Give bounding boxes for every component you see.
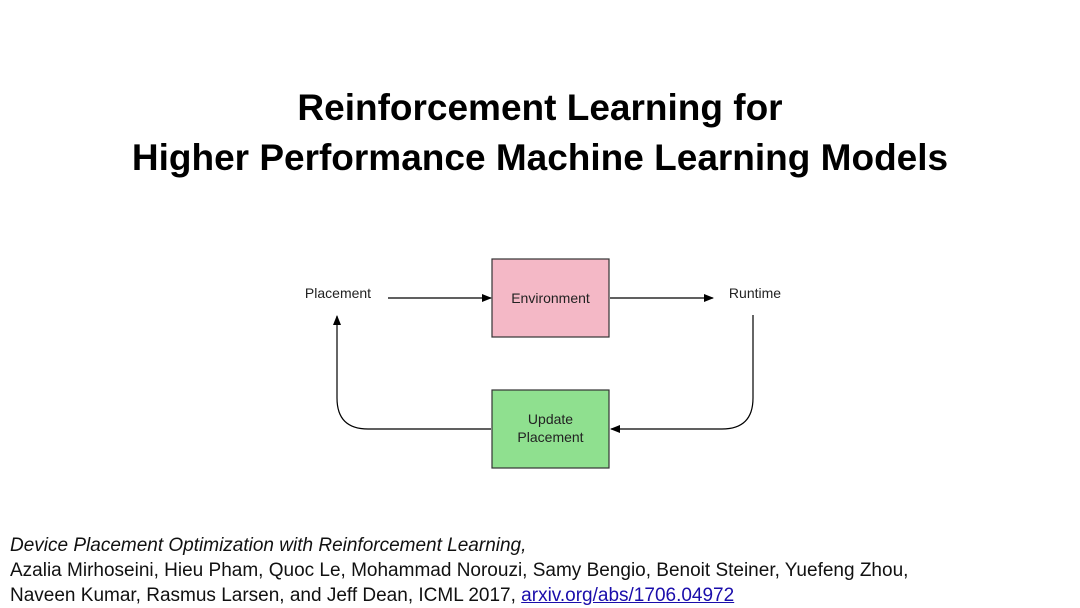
update-placement-box <box>491 389 610 469</box>
update-placement-label-line-2: Placement <box>517 429 583 445</box>
arrow-update-to-placement <box>333 315 491 430</box>
environment-box <box>491 258 610 338</box>
update-placement-label-line-1: Update <box>528 411 573 427</box>
runtime-label: Runtime <box>729 285 781 301</box>
environment-label: Environment <box>511 290 590 306</box>
arxiv-link[interactable]: arxiv.org/abs/1706.04972 <box>521 585 735 606</box>
slide-title-line-1: Reinforcement Learning for <box>297 87 783 128</box>
slide-title-line-2: Higher Performance Machine Learning Mode… <box>131 137 949 178</box>
arrow-runtime-to-update <box>610 315 754 433</box>
citation-authors-line-1: Azalia Mirhoseini, Hieu Pham, Quoc Le, M… <box>10 560 909 581</box>
placement-label: Placement <box>305 285 371 301</box>
citation-authors-line-2: Naveen Kumar, Rasmus Larsen, and Jeff De… <box>10 583 1070 608</box>
citation-authors-line-2-text: Naveen Kumar, Rasmus Larsen, and Jeff De… <box>10 585 522 606</box>
citation-paper-title: Device Placement Optimization with Reinf… <box>10 535 527 556</box>
citation: Device Placement Optimization with Reinf… <box>10 533 1070 608</box>
